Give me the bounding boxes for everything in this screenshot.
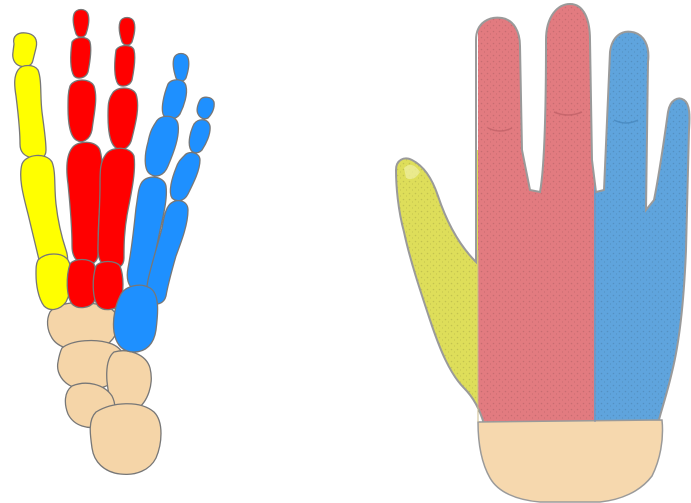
index-proximal-phalanx	[68, 80, 96, 142]
thumb-bones	[13, 33, 72, 310]
index-middle-phalanx	[71, 38, 91, 79]
ring-distal-phalanx	[173, 54, 189, 82]
little-distal-phalanx	[197, 97, 214, 119]
thumb-distal-phalanx	[13, 33, 37, 67]
index-metacarpal	[67, 142, 103, 264]
ring-middle-phalanx	[162, 80, 186, 119]
skin-texture	[390, 0, 691, 430]
index-finger-bones	[67, 10, 103, 308]
ring-proximal-phalanx	[145, 116, 178, 176]
middle-metacarpal	[98, 148, 135, 268]
middle-middle-phalanx	[115, 46, 135, 87]
carpal-bone-base	[90, 404, 161, 475]
middle-distal-phalanx	[119, 18, 135, 46]
thumb-proximal-phalanx	[15, 66, 46, 159]
little-proximal-phalanx	[170, 153, 200, 201]
thumb-carpal	[36, 254, 72, 309]
hand-panel	[390, 0, 691, 502]
ring-little-carpal	[113, 285, 157, 352]
index-distal-phalanx	[73, 10, 89, 38]
little-middle-phalanx	[189, 120, 210, 153]
middle-proximal-phalanx	[108, 88, 138, 150]
index-carpal	[67, 260, 97, 308]
wrist-zone	[478, 420, 663, 502]
skeleton-panel	[13, 10, 214, 475]
